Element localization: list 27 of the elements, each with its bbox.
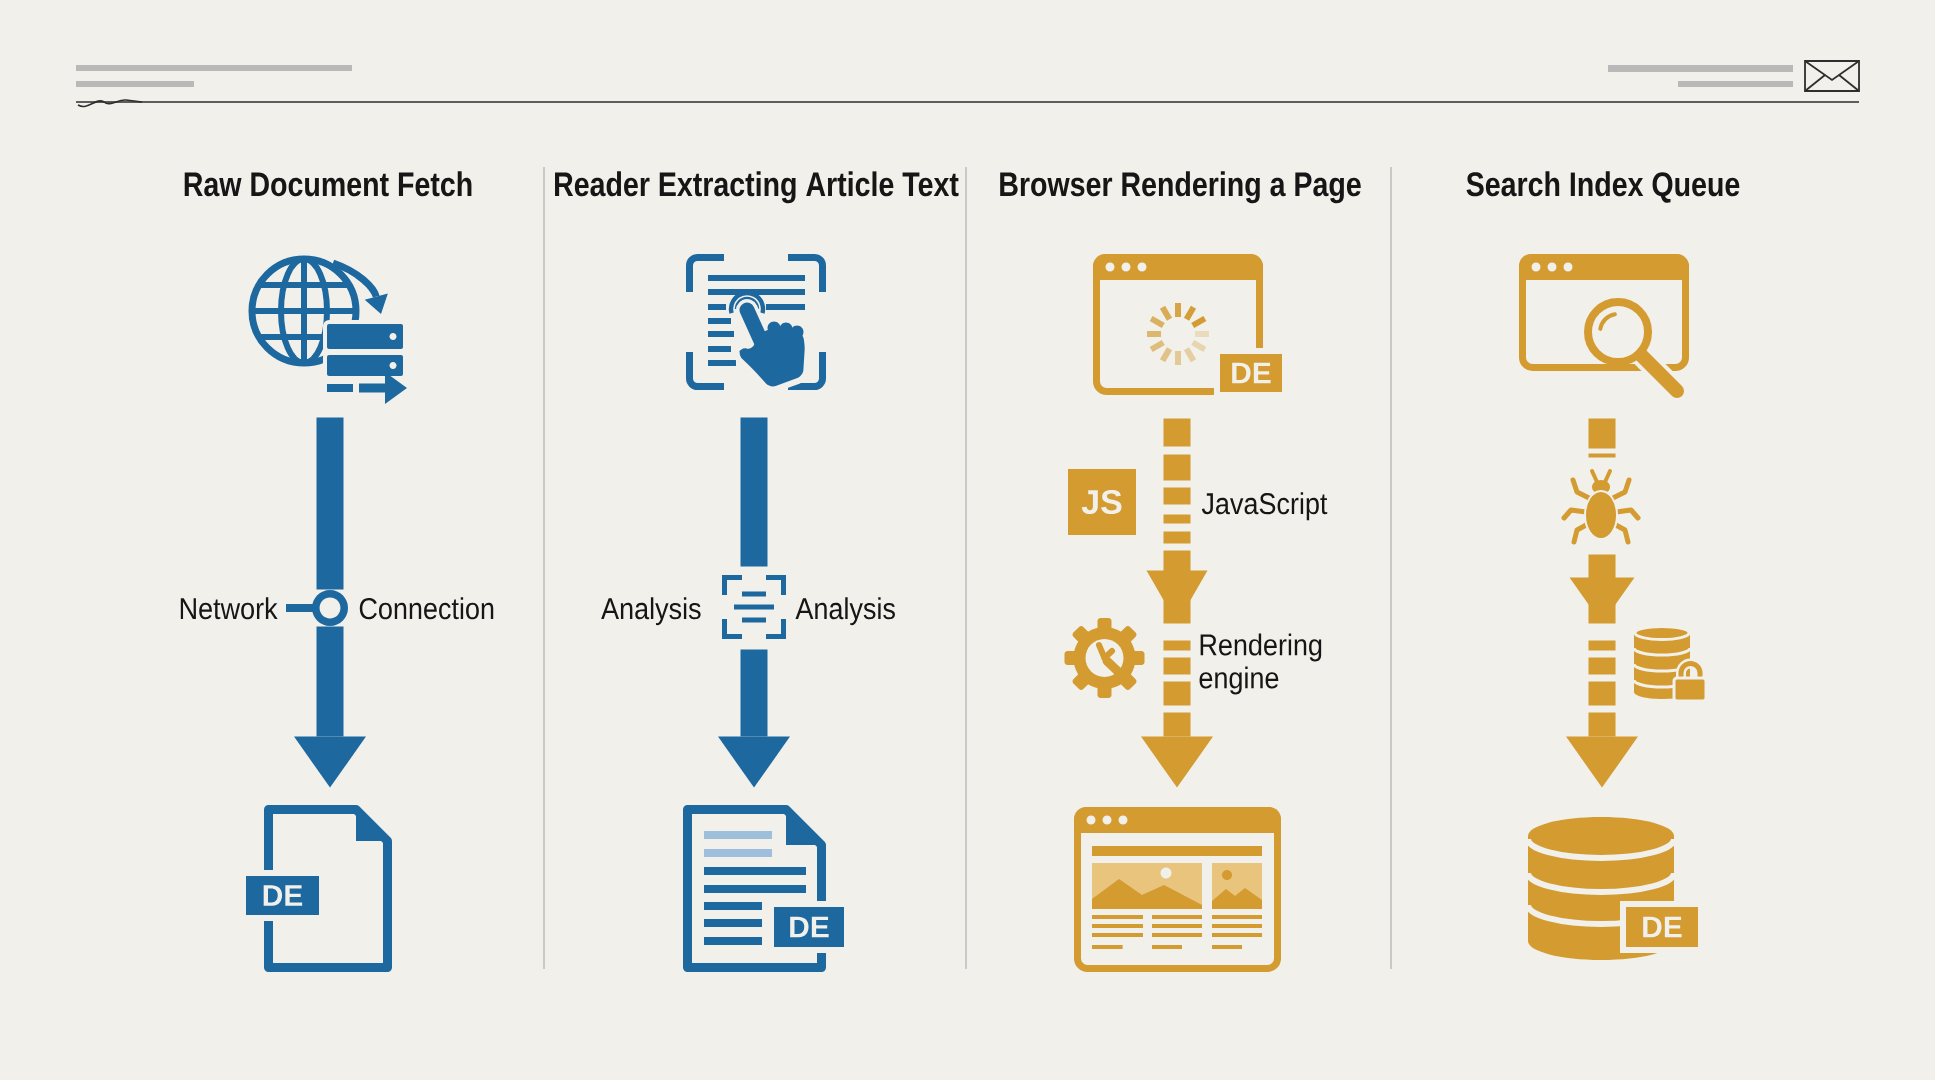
text-badge: DE — [1620, 901, 1704, 953]
dashed-connector-bar — [1588, 418, 1616, 458]
side-label: JavaScript — [1201, 492, 1328, 521]
connector-bar — [740, 417, 768, 567]
text-badge: DE — [768, 901, 850, 953]
side-label: Rendering engine — [1199, 633, 1322, 695]
column-title: Reader Extracting Article Text — [555, 171, 959, 204]
side-label: Analysis — [601, 597, 701, 626]
globe-server-icon — [248, 255, 407, 404]
side-label: Connection — [359, 597, 494, 620]
column-title: Search Index Queue — [1466, 171, 1740, 203]
bug-icon — [1561, 469, 1641, 545]
text-badge: DE — [240, 870, 325, 921]
database-lock-icon — [1632, 625, 1708, 703]
letter-tile: JS — [1068, 469, 1136, 535]
column-title: Raw Document Fetch — [184, 171, 472, 197]
side-label: Network — [180, 597, 278, 620]
column-title: Browser Rendering a Page — [1000, 171, 1361, 204]
side-label: Analysis — [795, 597, 895, 626]
connector-bar — [316, 417, 344, 590]
dashed-arrow — [1141, 418, 1213, 788]
arrow — [294, 626, 366, 788]
hand-scan-icon — [686, 254, 826, 393]
arrow — [718, 649, 790, 788]
dashed-arrow — [1566, 554, 1638, 788]
web-page-icon — [1074, 807, 1281, 972]
text-badge: DE — [1214, 348, 1288, 398]
